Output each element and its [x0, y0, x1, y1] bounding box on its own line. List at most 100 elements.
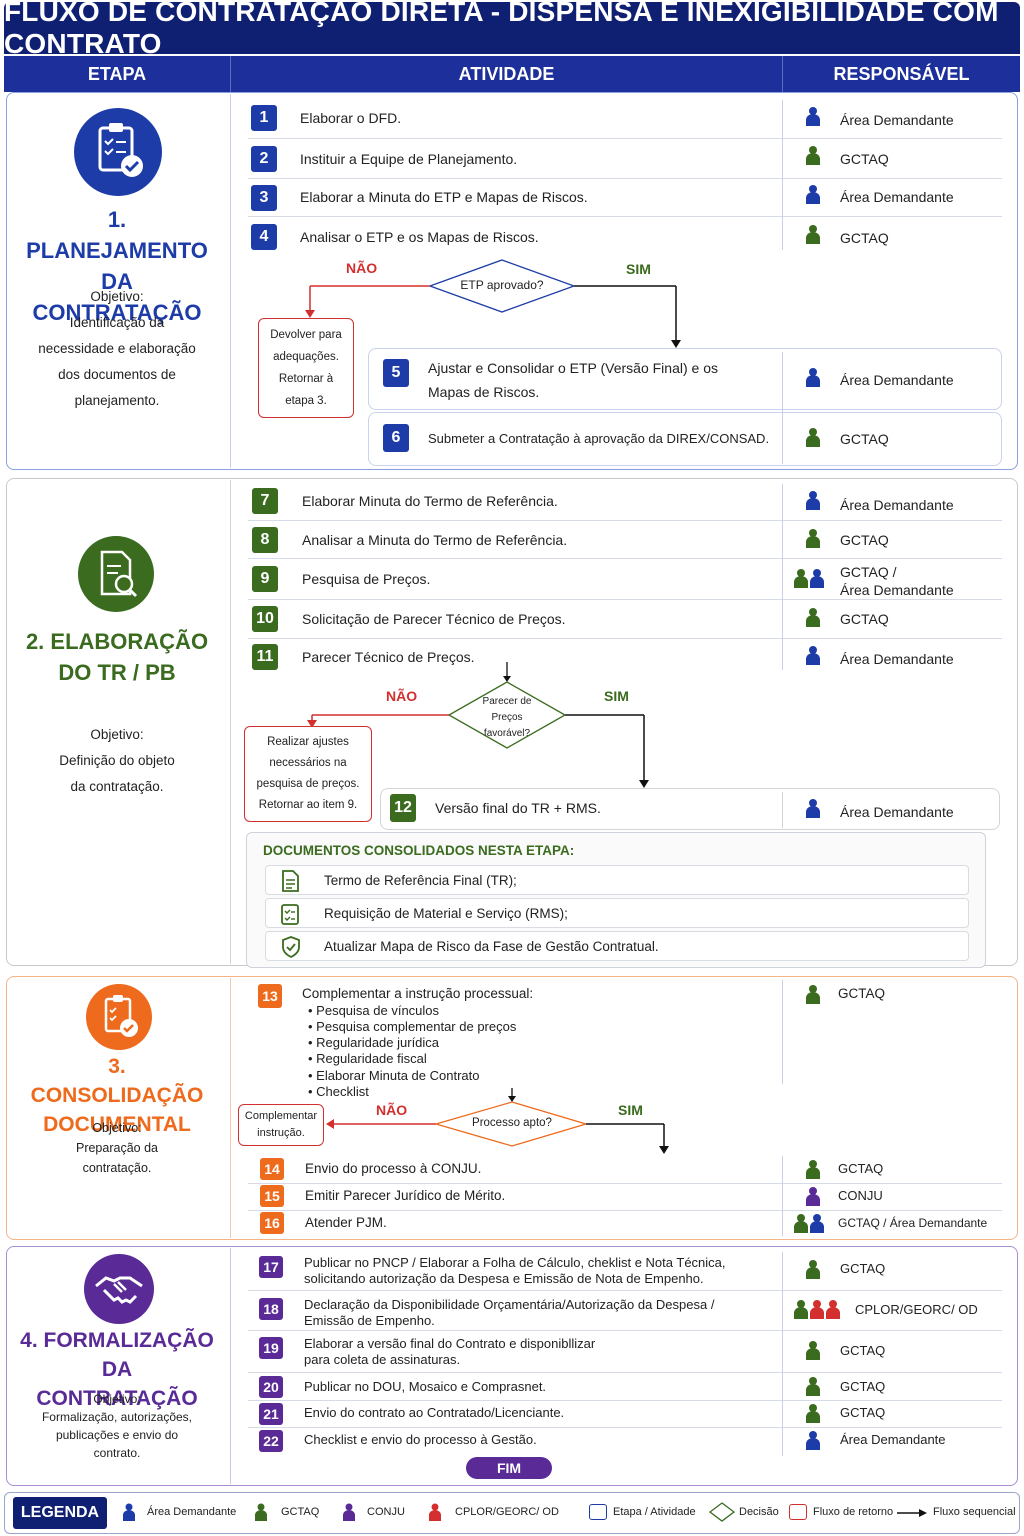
objective-line: contratação.: [82, 1161, 152, 1175]
stage-box-icon: [589, 1504, 607, 1520]
activity-box-6: [368, 412, 1002, 466]
activity-text: solicitando autorização da Despesa e Emi…: [304, 1271, 704, 1286]
activity-text: Versão final do TR + RMS.: [435, 800, 601, 816]
objective-line: Definição do objeto: [59, 753, 175, 768]
activity-text: Submeter a Contratação à aprovação da DI…: [428, 431, 770, 446]
decision-3-no-label: NÃO: [376, 1102, 408, 1118]
return-box-1: Devolver para adequações. Retornar à eta…: [258, 318, 354, 418]
objective-label: Objetivo:: [93, 1392, 141, 1406]
return-text: necessários na: [269, 757, 347, 769]
decision-diamond-icon: [708, 1502, 736, 1527]
activity-text: Elaborar a versão final do Contrato e di…: [304, 1336, 596, 1351]
step-number: 14: [260, 1158, 284, 1180]
activity-box-5: [368, 348, 1002, 410]
stage-1-objective: Objetivo: Identificação da necessidade e…: [20, 284, 214, 414]
documents-title: DOCUMENTOS CONSOLIDADOS NESTA ETAPA:: [263, 843, 575, 858]
activity-text: Parecer Técnico de Preços.: [302, 649, 475, 665]
bullet-text: Elaborar Minuta de Contrato: [316, 1068, 480, 1083]
return-box-icon: [789, 1504, 807, 1520]
decision-2-yes-label: SIM: [604, 688, 629, 704]
objective-line: planejamento.: [74, 393, 160, 408]
responsible-text: GCTAQ: [840, 431, 889, 447]
decision-text: Preços: [491, 712, 523, 723]
stage-1-title: 1. PLANEJAMENTO DA CONTRATAÇÃO: [20, 204, 214, 328]
step-number: 7: [252, 488, 278, 514]
objective-line: publicações e envio do: [55, 1428, 179, 1442]
objective-line: Preparação da: [75, 1141, 158, 1155]
end-marker: FIM: [466, 1457, 552, 1479]
decision-2-flow: [307, 662, 649, 788]
person-green-icon: [806, 1259, 820, 1279]
step-number: 18: [259, 1298, 283, 1320]
step-number: 11: [252, 644, 278, 670]
bullet-text: Checklist: [316, 1084, 369, 1099]
document-text: Requisição de Material e Serviço (RMS);: [324, 906, 568, 921]
activity-text: Emitir Parecer Jurídico de Mérito.: [305, 1188, 506, 1203]
step-number: 17: [259, 1256, 283, 1278]
objective-line: necessidade e elaboração: [38, 341, 196, 356]
decision-1-flow: [305, 259, 681, 348]
handshake-icon: [84, 1254, 154, 1324]
person-green-icon: [794, 1299, 808, 1319]
responsible-text: GCTAQ: [840, 1261, 886, 1276]
step-number: 3: [251, 185, 277, 211]
checklist-icon: [281, 904, 299, 925]
person-green-icon: [806, 607, 820, 627]
decision-1-question: ETP aprovado?: [460, 278, 544, 292]
person-blue-icon: [806, 645, 820, 665]
document-icon: [282, 870, 299, 892]
objective-label: Objetivo:: [90, 289, 144, 304]
objective-label: Objetivo:: [92, 1121, 142, 1135]
decision-1-no-label: NÃO: [346, 260, 378, 276]
return-box-2: Realizar ajustes necessários na pesquisa…: [244, 726, 372, 822]
person-red-icon: [810, 1299, 824, 1319]
person-purple-icon: [806, 1186, 820, 1206]
legend-item: GCTAQ: [281, 1506, 320, 1518]
legend: LEGENDA Área Demandante GCTAQ CONJU CPLO…: [4, 1492, 1020, 1534]
person-blue-icon: [806, 184, 820, 204]
objective-line: Identificação da: [69, 315, 165, 330]
return-text: Realizar ajustes: [267, 736, 349, 748]
activity-text: Instituir a Equipe de Planejamento.: [300, 151, 518, 167]
activity-text: Declaração da Disponibilidade Orçamentár…: [304, 1297, 715, 1312]
step-number: 19: [259, 1337, 283, 1359]
person-green-icon: [806, 427, 820, 447]
person-blue-icon: [806, 1430, 820, 1450]
page-title: FLUXO DE CONTRATAÇÃO DIRETA - DISPENSA E…: [4, 0, 1020, 59]
arrow-right-icon: [897, 1506, 927, 1524]
responsible-text: Área Demandante: [840, 497, 954, 513]
activity-text: para coleta de assinaturas.: [304, 1352, 461, 1367]
document-item: Atualizar Mapa de Risco da Fase de Gestã…: [265, 931, 969, 961]
activity-text: Pesquisa de Preços.: [302, 571, 431, 587]
column-header-activity: ATIVIDADE: [230, 56, 782, 92]
step-number: 21: [259, 1403, 283, 1425]
legend-item: Decisão: [739, 1506, 779, 1518]
activity-text: Envio do processo à CONJU.: [305, 1161, 482, 1176]
responsible-text: CPLOR/GEORC/ OD: [855, 1302, 978, 1317]
legend-item: Área Demandante: [147, 1506, 237, 1518]
document-search-icon: [78, 536, 154, 612]
responsible-text: Área Demandante: [840, 112, 954, 128]
bullet-text: Pesquisa de vínculos: [316, 1003, 440, 1018]
responsible-text: GCTAQ / Área Demandante: [838, 1216, 988, 1230]
person-blue-icon: [123, 1503, 135, 1526]
step-number: 2: [251, 146, 277, 172]
activity-text: Elaborar Minuta do Termo de Referência.: [302, 493, 558, 509]
person-purple-icon: [343, 1503, 355, 1526]
decision-3-question: Processo apto?: [472, 1117, 552, 1129]
responsible-text: Área Demandante: [840, 1432, 946, 1447]
person-green-icon: [806, 528, 820, 548]
responsible-text: GCTAQ: [838, 986, 885, 1001]
person-green-icon: [806, 1159, 820, 1179]
return-text: Devolver para: [270, 329, 342, 341]
person-green-icon: [806, 1340, 820, 1360]
legend-item: Etapa / Atividade: [613, 1506, 696, 1518]
decision-1-yes-label: SIM: [626, 261, 651, 277]
person-red-icon: [429, 1503, 441, 1526]
activity-text: Elaborar a Minuta do ETP e Mapas de Risc…: [300, 189, 588, 205]
responsible-text: GCTAQ: [840, 532, 889, 548]
decision-3-yes-label: SIM: [618, 1102, 643, 1118]
person-blue-icon: [810, 1213, 824, 1233]
legend-item: Fluxo sequencial: [933, 1506, 1016, 1518]
activity-text: Publicar no PNCP / Elaborar a Folha de C…: [304, 1255, 726, 1270]
